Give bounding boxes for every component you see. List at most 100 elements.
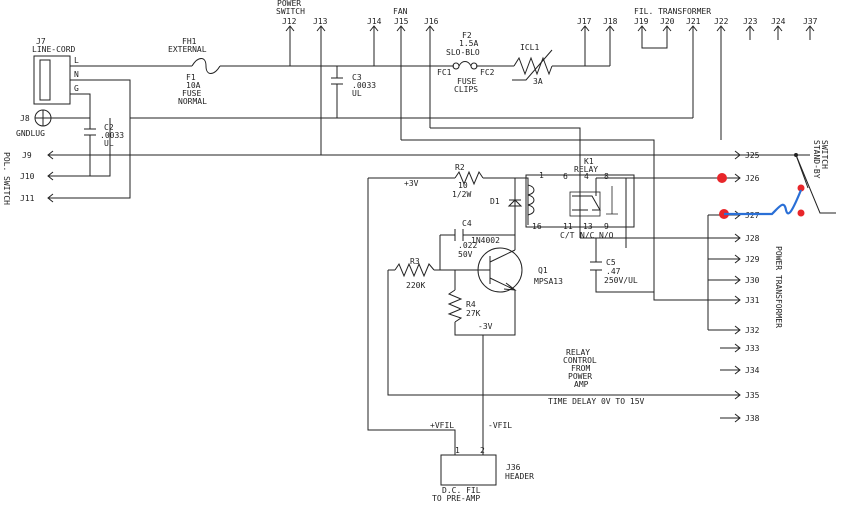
relay-pin9: 9 <box>604 222 609 231</box>
ground-lug-j8: J8 GNDLUG <box>16 109 90 138</box>
blue-jumper-wire <box>724 189 803 216</box>
red-marker-switch-bottom <box>797 209 805 217</box>
connector-label-j32: J32 <box>745 326 760 335</box>
c5-label: C5 <box>606 258 616 267</box>
to-preamp-label: TO PRE-AMP <box>432 494 480 503</box>
connector-label-j33: J33 <box>745 344 760 353</box>
connector-label-j29: J29 <box>745 255 760 264</box>
relay-no: N/O <box>599 231 614 240</box>
fuse-label: FUSE <box>182 89 201 98</box>
header-pin2: 2 <box>480 446 485 455</box>
right-connector-arrows <box>720 150 741 423</box>
icl1-rating: 3A <box>533 77 543 86</box>
connector-label-j31: J31 <box>745 296 760 305</box>
relay-pin16: 16 <box>532 222 542 231</box>
relay-control-line1: RELAY <box>566 348 590 357</box>
r4-value: 27K <box>466 309 481 318</box>
connector-label-j13: J13 <box>313 17 328 26</box>
j7-label: J7 <box>36 37 46 46</box>
minus-vfil-label: -VFIL <box>488 421 512 430</box>
c4-volt: 50V <box>458 250 473 259</box>
c3-ul: UL <box>352 89 362 98</box>
plus3v-label: +3V <box>404 179 419 188</box>
relay-k1: K1 RELAY 1 6 4 8 16 11 13 9 C/T N/C N/O <box>525 157 635 240</box>
j36-label: J36 <box>506 463 521 472</box>
top-connector-arrows <box>285 25 815 155</box>
relay-pin1: 1 <box>539 171 544 180</box>
red-marker-switch-top <box>797 184 805 192</box>
r3-value: 220K <box>406 281 425 290</box>
c4-label: C4 <box>462 219 472 228</box>
annotation-markers <box>717 173 805 219</box>
connector-label-j20: J20 <box>660 17 675 26</box>
right-connector-labels: J25 J26 J27 J28 J29 J30 J31 J32 J33 J34 … <box>745 151 783 423</box>
resistor-r2: R2 10 1/2W +3V <box>404 163 484 199</box>
clips-label: CLIPS <box>454 85 478 94</box>
k1-label: K1 <box>584 157 594 166</box>
d1-label: D1 <box>490 197 500 206</box>
external-label: EXTERNAL <box>168 45 207 54</box>
connector-label-j24: J24 <box>771 17 786 26</box>
connector-label-j30: J30 <box>745 276 760 285</box>
power-transformer-label: POWER TRANSFORMER <box>774 246 783 328</box>
c2-label: C2 <box>104 123 114 132</box>
resistor-r3: R3 220K <box>394 257 435 290</box>
slo-blo-label: SLO-BLO <box>446 48 480 57</box>
relay-control-line4: POWER <box>568 372 592 381</box>
connector-label-j28: J28 <box>745 234 760 243</box>
relay-control-note: RELAY CONTROL FROM POWER AMP TIME DELAY … <box>548 348 645 406</box>
fh1-label: FH1 <box>182 37 197 46</box>
connector-label-j35: J35 <box>745 391 760 400</box>
relay-pin8: 8 <box>604 172 609 181</box>
stand-by-label-2: SWITCH <box>820 140 829 169</box>
dc-fil-label: D.C. FIL <box>442 486 481 495</box>
relay-control-line5: AMP <box>574 380 589 389</box>
r2-watt: 1/2W <box>452 190 471 199</box>
gndlug-label: GNDLUG <box>16 129 45 138</box>
diode-d1: D1 1N4002 <box>471 197 523 245</box>
relay-pin6: 6 <box>563 172 568 181</box>
c2-ul: UL <box>104 139 114 148</box>
c5-volt: 250V/UL <box>604 276 638 285</box>
capacitor-c3: C3 .0033 UL <box>331 66 376 118</box>
relay-control-line3: FROM <box>571 364 590 373</box>
power-switch-label-2: SWITCH <box>276 7 305 16</box>
r3-label: R3 <box>410 257 420 266</box>
fuse2-label: FUSE <box>457 77 476 86</box>
c2-value: .0033 <box>100 131 124 140</box>
time-delay-label: TIME DELAY 0V TO 15V <box>548 397 645 406</box>
c3-label: C3 <box>352 73 362 82</box>
q1-label: Q1 <box>538 266 548 275</box>
fan-label: FAN <box>393 7 408 16</box>
connector-label-j26: J26 <box>745 174 760 183</box>
connector-label-j9: J9 <box>22 151 32 160</box>
connector-label-j34: J34 <box>745 366 760 375</box>
c4-value: .022 <box>458 241 477 250</box>
f1-rating: 10A <box>186 81 201 90</box>
r4-label: R4 <box>466 300 476 309</box>
connector-label-j10: J10 <box>20 172 35 181</box>
fil-transformer-label: FIL. TRANSFORMER <box>634 7 711 16</box>
connector-label-j18: J18 <box>603 17 618 26</box>
terminal-n-label: N <box>74 70 79 79</box>
power-switch-label: POWER <box>277 0 301 8</box>
r2-label: R2 <box>455 163 465 172</box>
capacitor-c5: C5 .47 250V/UL <box>590 258 638 285</box>
c5-value: .47 <box>606 267 621 276</box>
left-connectors <box>47 118 810 203</box>
red-marker-j26 <box>717 173 727 183</box>
header-pin1: 1 <box>455 446 460 455</box>
connector-label-j21: J21 <box>686 17 701 26</box>
minus3v-label: -3V <box>478 322 493 331</box>
capacitor-c2: C2 .0033 UL <box>84 118 124 176</box>
fc2-label: FC2 <box>480 68 495 77</box>
relay-ct: C/T <box>560 231 575 240</box>
normal-label: NORMAL <box>178 97 207 106</box>
r2-value: 10 <box>458 181 468 190</box>
f2-label: F2 <box>462 31 472 40</box>
line-cord-wires <box>70 63 693 119</box>
c3-value: .0033 <box>352 81 376 90</box>
top-connector-labels: J12 J13 J14 J15 J16 J17 J18 J19 J20 J21 … <box>276 0 818 26</box>
pol-switch-label: POL. SWITCH <box>2 152 11 205</box>
